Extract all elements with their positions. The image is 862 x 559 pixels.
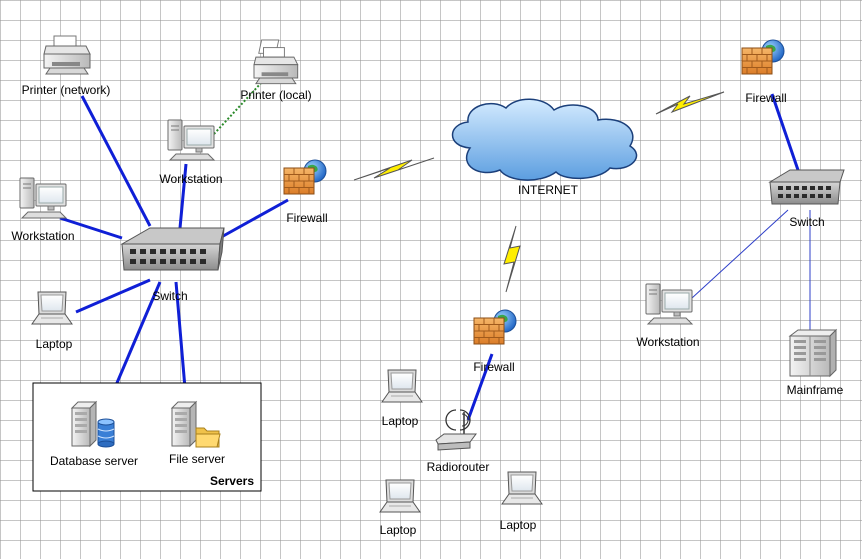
label-switch-right: Switch — [789, 215, 824, 229]
database-icon — [97, 418, 115, 448]
database-server-node[interactable] — [71, 401, 115, 448]
link-switch-workstation-right — [691, 209, 789, 299]
network-switch-icon — [768, 169, 845, 205]
printer-network-node[interactable] — [43, 35, 91, 75]
firewall-left-node[interactable] — [283, 159, 327, 195]
label-database-server: Database server — [50, 454, 138, 468]
label-laptop-mid3: Laptop — [500, 518, 537, 532]
label-laptop-mid2: Laptop — [380, 523, 417, 537]
firewall-globe-icon — [283, 159, 327, 195]
workstation-icon — [167, 119, 215, 161]
database-server-icon — [71, 401, 97, 447]
laptop-mid3-node[interactable] — [501, 471, 543, 505]
label-workstation-top: Workstation — [159, 172, 222, 186]
folder-icon — [195, 427, 221, 448]
label-firewall-bottom: Firewall — [473, 360, 514, 374]
laptop-icon — [381, 369, 423, 403]
label-firewall-left: Firewall — [286, 211, 327, 225]
firewall-globe-icon — [741, 39, 785, 75]
laptop-mid1-node[interactable] — [381, 369, 423, 403]
label-firewall-right: Firewall — [745, 91, 786, 105]
firewall-bottom-node[interactable] — [473, 309, 517, 345]
file-server-icon — [171, 401, 197, 447]
printer-local-node[interactable] — [253, 39, 299, 85]
lightning-bolt-icon — [353, 157, 435, 181]
laptop-mid2-node[interactable] — [379, 479, 421, 513]
lightning-bolt-icon — [503, 225, 521, 293]
workstation-icon — [645, 283, 693, 325]
label-printer-local: Printer (local) — [240, 88, 311, 102]
cloud-icon — [451, 98, 638, 181]
laptop-icon — [31, 291, 73, 325]
laptop-icon — [501, 471, 543, 505]
label-switch-left: Switch — [152, 289, 187, 303]
radiorouter-node[interactable] — [435, 409, 477, 451]
workstation-top-node[interactable] — [167, 119, 215, 161]
label-servers-group: Servers — [210, 474, 254, 488]
mainframe-node[interactable] — [788, 328, 838, 378]
label-printer-network: Printer (network) — [22, 83, 111, 97]
label-workstation-right: Workstation — [636, 335, 699, 349]
firewall-right-node[interactable] — [741, 39, 785, 75]
label-laptop-left: Laptop — [36, 337, 73, 351]
link-switch-laptop-left — [75, 278, 151, 314]
firewall-globe-icon — [473, 309, 517, 345]
link-switch-workstation-top — [178, 163, 188, 229]
mainframe-icon — [788, 328, 838, 378]
lightning-bolt-icon — [655, 91, 725, 115]
label-laptop-mid1: Laptop — [382, 414, 419, 428]
printer-icon — [43, 35, 91, 75]
link-switch-workstation-left — [59, 216, 123, 240]
servers-group-box — [32, 382, 262, 492]
wireless-router-icon — [435, 409, 477, 451]
link-firewall-switch-right — [770, 93, 800, 171]
link-switch-printer-network — [80, 95, 152, 227]
label-radiorouter: Radiorouter — [427, 460, 490, 474]
laptop-icon — [379, 479, 421, 513]
workstation-right-node[interactable] — [645, 283, 693, 325]
link-switch-file-server — [174, 281, 188, 401]
workstation-icon — [19, 177, 67, 219]
label-internet: INTERNET — [518, 183, 579, 197]
switch-right-node[interactable] — [768, 169, 845, 205]
label-mainframe: Mainframe — [787, 383, 844, 397]
label-workstation-left: Workstation — [11, 229, 74, 243]
link-firewall-radiorouter — [466, 353, 494, 421]
file-server-node[interactable] — [171, 401, 221, 448]
connections — [59, 81, 811, 421]
link-switch-firewall-left — [215, 198, 289, 242]
labels: Printer (network) Printer (local) Workst… — [11, 83, 843, 537]
label-file-server: File server — [169, 452, 225, 466]
network-switch-icon — [120, 227, 225, 271]
workstation-left-node[interactable] — [19, 177, 67, 219]
switch-left-node[interactable] — [120, 227, 225, 271]
laptop-left-node[interactable] — [31, 291, 73, 325]
